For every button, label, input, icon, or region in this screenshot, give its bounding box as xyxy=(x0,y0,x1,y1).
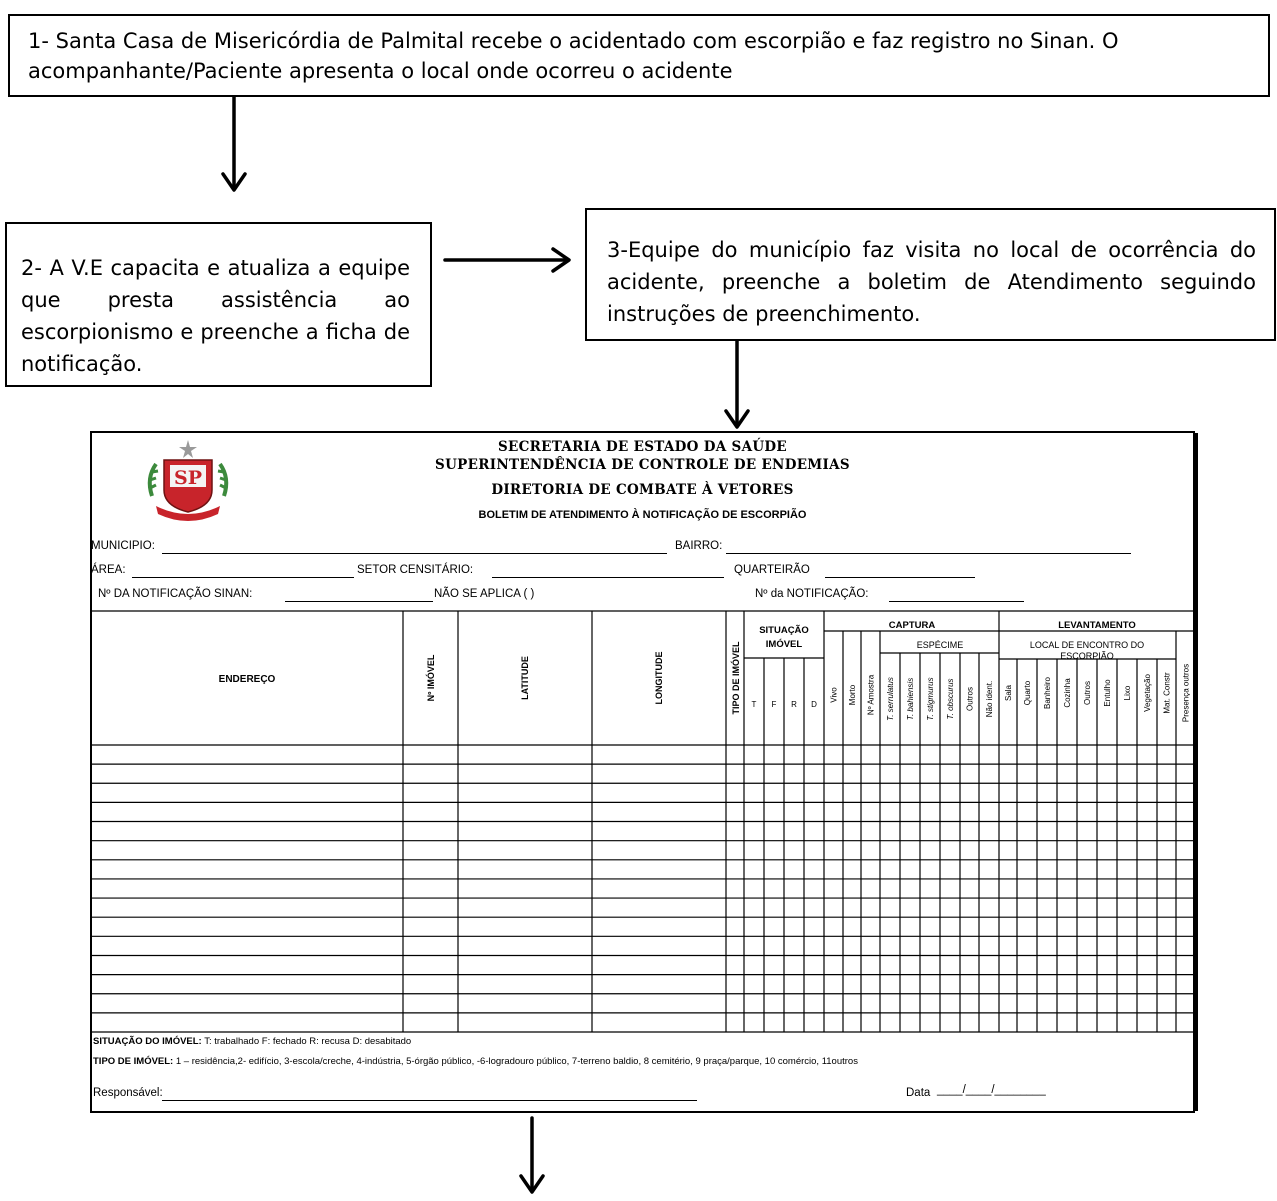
arrow-step3-to-form xyxy=(724,339,750,429)
col-captura-1: Morto xyxy=(848,684,857,705)
col-levantamento: LEVANTAMENTO xyxy=(1058,620,1136,631)
col-situacao-d: D xyxy=(811,700,817,709)
area-label: ÁREA: xyxy=(91,564,126,576)
header-line-3: DIRETORIA DE COMBATE À VETORES xyxy=(491,482,794,498)
arrow-step1-to-step2 xyxy=(221,95,247,192)
col-n-imovel: Nº IMÓVEL xyxy=(425,654,436,701)
quarteirao-label: QUARTEIRÃO xyxy=(734,564,810,576)
col-latitude: LATITUDE xyxy=(520,656,530,700)
col-local-1: Quarto xyxy=(1023,680,1032,705)
responsavel-label: Responsável: xyxy=(93,1087,163,1099)
data-label: Data xyxy=(906,1087,931,1099)
col-situacao-line2: IMÓVEL xyxy=(766,638,803,650)
col-situacao-line1: SITUAÇÃO xyxy=(759,625,809,636)
col-local-8: Mat. Constr xyxy=(1163,672,1172,714)
col-local-0: Sala xyxy=(1004,684,1013,701)
notificacao-label: Nº da NOTIFICAÇÃO: xyxy=(755,588,869,600)
notif-sinan-label: Nº DA NOTIFICAÇÃO SINAN: xyxy=(98,588,253,600)
col-especime-3: T. obscurus xyxy=(946,678,955,719)
col-local-4: Outros xyxy=(1083,681,1092,705)
step-3-box: 3-Equipe do município faz visita no loca… xyxy=(585,208,1276,341)
step-1-text: 1- Santa Casa de Misericórdia de Palmita… xyxy=(28,29,1119,83)
col-local-line2: ESCORPIÃO xyxy=(1060,651,1114,661)
sp-coat-of-arms-logo: SP xyxy=(147,440,229,521)
step-3-text: 3-Equipe do município faz visita no loca… xyxy=(607,238,1256,326)
legend-tipo: TIPO DE IMÓVEL: 1 – residência,2- edifíc… xyxy=(93,1056,858,1067)
col-especime-0: T. serrulatus xyxy=(886,677,895,721)
legend-tipo-label: TIPO DE IMÓVEL: xyxy=(93,1056,174,1067)
area-field[interactable] xyxy=(132,577,354,578)
col-local-9: Presença outros xyxy=(1182,664,1191,722)
municipio-field[interactable] xyxy=(162,553,667,554)
col-local-5: Entulho xyxy=(1103,679,1112,707)
col-situacao-t: T xyxy=(752,700,757,709)
form-table: ENDEREÇO Nº IMÓVEL LATITUDE LONGITUDE TI… xyxy=(92,610,1195,1033)
arrow-form-down xyxy=(519,1116,545,1194)
bairro-label: BAIRRO: xyxy=(675,540,723,552)
col-captura-0: Vivo xyxy=(830,687,839,703)
col-local-line1: LOCAL DE ENCONTRO DO xyxy=(1030,640,1144,650)
col-especime-4: Outros xyxy=(966,687,975,711)
legend-situacao-text: T: trabalhado F: fechado R: recusa D: de… xyxy=(201,1036,412,1047)
quarteirao-field[interactable] xyxy=(825,577,975,578)
col-captura: CAPTURA xyxy=(889,620,936,631)
col-especime: ESPÉCIME xyxy=(917,640,964,650)
nao-se-aplica-label: NÃO SE APLICA ( ) xyxy=(434,588,535,600)
col-captura-2: Nº Amostra xyxy=(867,674,876,715)
header-line-2: SUPERINTENDÊNCIA DE CONTROLE DE ENDEMIAS xyxy=(435,457,850,473)
step-2-text: 2- A V.E capacita e atualiza a equipe qu… xyxy=(21,256,410,376)
setor-label: SETOR CENSITÁRIO: xyxy=(357,564,474,576)
setor-field[interactable] xyxy=(492,577,724,578)
notificacao-field[interactable] xyxy=(889,601,1024,602)
col-especime-1: T. bahiensis xyxy=(906,678,915,720)
municipio-label: MUNICIPIO: xyxy=(91,540,155,552)
logo-text: SP xyxy=(174,467,202,489)
data-field[interactable]: ____/____/________ xyxy=(937,1084,1046,1096)
notif-sinan-field[interactable] xyxy=(285,601,433,602)
col-local-7: Vegetação xyxy=(1143,674,1152,712)
col-endereco: ENDEREÇO xyxy=(219,674,276,685)
step-2-box: 2- A V.E capacita e atualiza a equipe qu… xyxy=(5,222,432,387)
col-especime-2: T. stigmurus xyxy=(926,677,935,720)
legend-situacao: SITUAÇÃO DO IMÓVEL: T: trabalhado F: fec… xyxy=(93,1036,411,1047)
form-title: BOLETIM DE ATENDIMENTO À NOTIFICAÇÃO DE … xyxy=(478,509,807,521)
col-local-3: Cozinha xyxy=(1063,678,1072,708)
col-situacao-f: F xyxy=(772,700,777,709)
legend-situacao-label: SITUAÇÃO DO IMÓVEL: xyxy=(93,1036,202,1047)
col-local-6: Lixo xyxy=(1123,685,1132,700)
notification-form: SP SECRETARIA DE ESTADO DA SAÚDE SUPERIN… xyxy=(90,431,1198,1113)
bairro-field[interactable] xyxy=(726,553,1131,554)
arrow-step2-to-step3 xyxy=(443,247,571,273)
header-line-1: SECRETARIA DE ESTADO DA SAÚDE xyxy=(497,439,788,455)
responsavel-field[interactable] xyxy=(162,1100,697,1101)
col-situacao-r: R xyxy=(791,700,797,709)
legend-tipo-text: 1 – residência,2- edifício, 3-escola/cre… xyxy=(173,1056,858,1067)
col-longitude: LONGITUDE xyxy=(654,652,664,705)
col-especime-5: Não ident. xyxy=(985,681,994,717)
step-1-box: 1- Santa Casa de Misericórdia de Palmita… xyxy=(8,14,1270,97)
col-tipo-imovel: TIPO DE IMÓVEL xyxy=(730,641,741,715)
col-local-2: Banheiro xyxy=(1043,676,1052,709)
